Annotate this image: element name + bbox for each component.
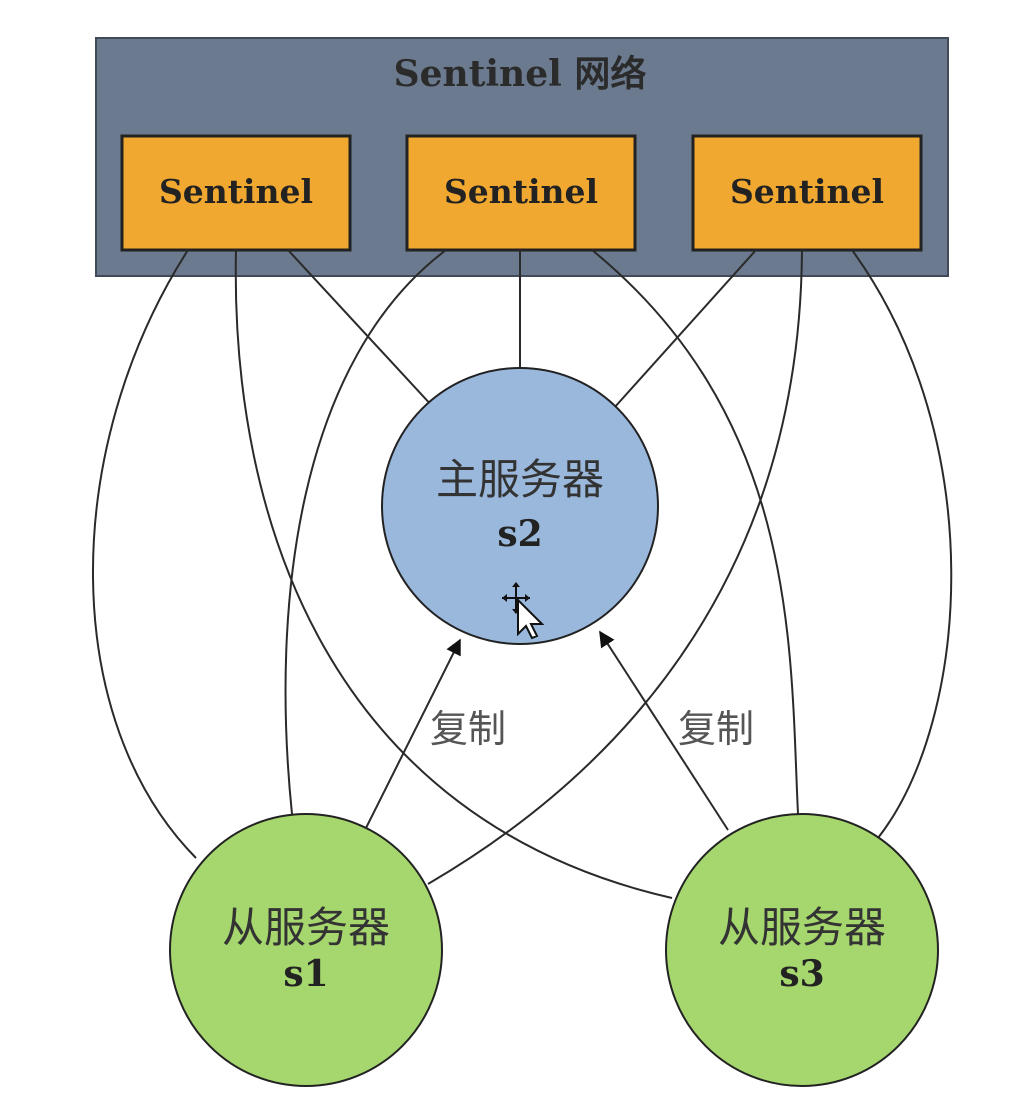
edge-sentinel3-s1 bbox=[427, 249, 803, 885]
sentinel-node[interactable]: Sentinel bbox=[405, 134, 637, 252]
master-title: 主服务器 bbox=[436, 455, 604, 504]
replication-arrow-s1 bbox=[365, 638, 461, 829]
edge-sentinel3-s3 bbox=[851, 249, 953, 839]
master-id: s2 bbox=[497, 513, 542, 555]
replication-label-left: 复制 bbox=[430, 707, 506, 751]
replica-title: 从服务器 bbox=[718, 903, 886, 952]
edge-sentinel2-s1 bbox=[284, 249, 447, 815]
replica-id: s1 bbox=[283, 953, 328, 995]
replication-arrow-s3 bbox=[599, 630, 729, 831]
edge-sentinel1-s1 bbox=[92, 249, 197, 859]
sentinel-network-title: Sentinel 网络 bbox=[394, 53, 647, 95]
master-circle bbox=[381, 367, 659, 645]
replica-circle bbox=[169, 813, 443, 1087]
replica-title: 从服务器 bbox=[222, 903, 390, 952]
edge-sentinel1-s3 bbox=[234, 249, 673, 899]
sentinel-box bbox=[691, 134, 923, 252]
sentinel-node[interactable]: Sentinel bbox=[691, 134, 923, 252]
sentinel-box bbox=[405, 134, 637, 252]
replica-id: s3 bbox=[779, 953, 824, 995]
sentinel-node[interactable]: Sentinel bbox=[120, 134, 352, 252]
replica-circle bbox=[665, 813, 939, 1087]
sentinel-label: Sentinel bbox=[159, 172, 313, 211]
replication-label-right: 复制 bbox=[678, 707, 754, 751]
edge-sentinel2-s3 bbox=[591, 249, 799, 815]
replica-node-s1[interactable]: 从服务器 s1 bbox=[169, 813, 443, 1087]
sentinel-label: Sentinel bbox=[730, 172, 884, 211]
master-node[interactable]: 主服务器 s2 bbox=[381, 367, 659, 645]
mouse-cursor-icon bbox=[502, 582, 545, 640]
sentinel-box bbox=[120, 134, 352, 252]
sentinel-label: Sentinel bbox=[444, 172, 598, 211]
replica-node-s3[interactable]: 从服务器 s3 bbox=[665, 813, 939, 1087]
edge-sentinel1-master bbox=[287, 249, 435, 409]
edge-sentinel3-master bbox=[613, 249, 757, 409]
